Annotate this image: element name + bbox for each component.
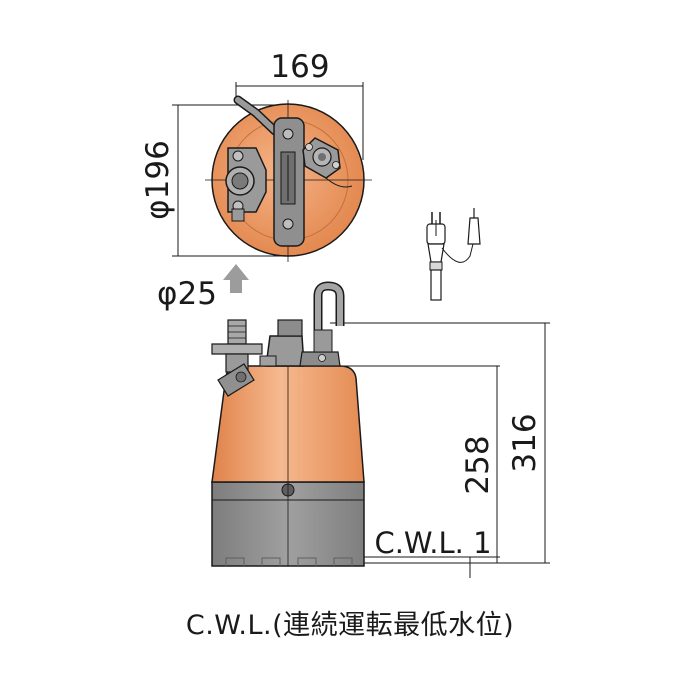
- side-view: 316 258 C.W.L. 1: [211, 281, 550, 578]
- total-height-label: 316: [507, 413, 543, 472]
- outlet-diameter-label: φ25: [157, 276, 217, 312]
- power-plug-icon: [426, 208, 481, 301]
- discharge-arrow: [223, 264, 249, 293]
- outlet-fitting-top: [225, 147, 267, 222]
- caption: C.W.L.(連続運転最低水位): [185, 610, 515, 641]
- body-height-label: 258: [460, 435, 496, 494]
- top-width-label: 169: [270, 49, 329, 85]
- cable-gland-top: [302, 137, 341, 179]
- top-view: 169 φ196: [140, 49, 372, 262]
- top-diameter-label: φ196: [140, 140, 176, 220]
- outlet-connector: [211, 319, 263, 397]
- cwl-value-label: C.W.L. 1: [374, 526, 491, 560]
